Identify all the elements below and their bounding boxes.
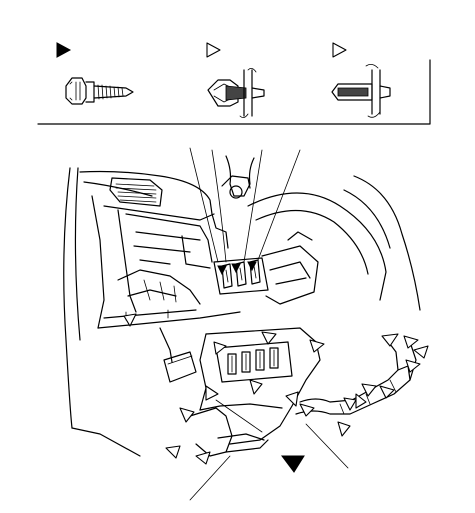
callout-line-3 <box>257 149 301 261</box>
door-frame-outer <box>63 167 73 429</box>
dashboard-assembly <box>63 147 429 501</box>
clip-marker-open-triangle-icon <box>355 393 367 409</box>
lower-cover-opening <box>215 341 293 383</box>
clip-marker-open-triangle-icon <box>361 383 377 397</box>
screw-marker-solid-triangle-icon <box>281 455 305 473</box>
legend-clip-b <box>331 42 391 118</box>
clip-marker-open-triangle-icon <box>309 339 325 353</box>
legend-frame <box>37 59 431 125</box>
steering-wheel-rim-inner <box>255 209 369 275</box>
floor-edge <box>71 427 141 457</box>
screw-shaft <box>93 85 134 99</box>
lower-dash-cover <box>189 327 321 457</box>
callout-line-bottom-left <box>189 455 231 501</box>
clip-marker-open-triangle-icon <box>261 331 277 345</box>
right-kick-panel <box>295 335 417 415</box>
fastener-legend <box>37 42 431 125</box>
clip-marker-open-triangle-icon <box>249 379 263 395</box>
legend-screw <box>56 42 134 105</box>
column-cover <box>261 245 319 305</box>
clip-marker-open-triangle-icon <box>205 385 219 401</box>
clip-b-marker-open-triangle-icon <box>332 42 347 58</box>
clip-marker-open-triangle-icon <box>179 407 195 423</box>
cover-switch-slots <box>227 347 279 375</box>
dashboard-top <box>79 170 213 215</box>
clip-marker-open-triangle-icon <box>343 397 357 411</box>
screw-marker-solid-triangle-icon <box>247 261 257 272</box>
callout-line-2 <box>243 149 263 263</box>
brake-pedal <box>159 327 197 383</box>
connector-block <box>213 257 269 295</box>
steering-wheel-rim-outer <box>247 192 387 301</box>
screw-marker-solid-triangle-icon <box>56 42 72 58</box>
glovebox-lip <box>125 213 213 263</box>
clip-marker-open-triangle-icon <box>413 345 429 359</box>
screw-head <box>65 77 87 105</box>
door-frame-inner <box>74 167 81 341</box>
clip-marker-open-triangle-icon <box>403 335 419 349</box>
clip-marker-open-triangle-icon <box>195 451 211 465</box>
dash-left-edge <box>91 195 105 329</box>
clip-marker-open-triangle-icon <box>299 403 315 417</box>
clip-marker-open-triangle-icon <box>405 359 421 373</box>
clip-marker-open-triangle-icon <box>213 341 227 355</box>
callout-line-1 <box>189 147 219 263</box>
fuse-panel-cover <box>189 407 233 457</box>
screw-marker-solid-triangle-icon <box>217 265 227 276</box>
clip-b-panel <box>371 69 381 115</box>
clip-marker-open-triangle-icon <box>285 391 299 407</box>
screw-thread <box>97 84 124 100</box>
screw-washer <box>85 81 95 103</box>
clip-marker-open-triangle-icon <box>206 42 221 58</box>
side-air-vent <box>109 177 163 207</box>
clip-marker-open-triangle-icon <box>337 421 351 437</box>
legend-clip-a <box>206 42 265 118</box>
clip-markers <box>123 313 429 465</box>
clip-marker-open-triangle-icon <box>381 333 399 347</box>
callout-line-bottom-right <box>305 423 349 469</box>
screw-markers <box>217 261 305 473</box>
screw-marker-solid-triangle-icon <box>231 263 241 274</box>
clip-marker-open-triangle-icon <box>123 313 137 327</box>
clip-marker-open-triangle-icon <box>165 445 181 459</box>
clip-marker-open-triangle-icon <box>379 385 395 399</box>
dash-bottom-edge <box>97 311 241 329</box>
clip-a-panel <box>243 69 253 117</box>
steering-column-mount <box>225 155 255 197</box>
